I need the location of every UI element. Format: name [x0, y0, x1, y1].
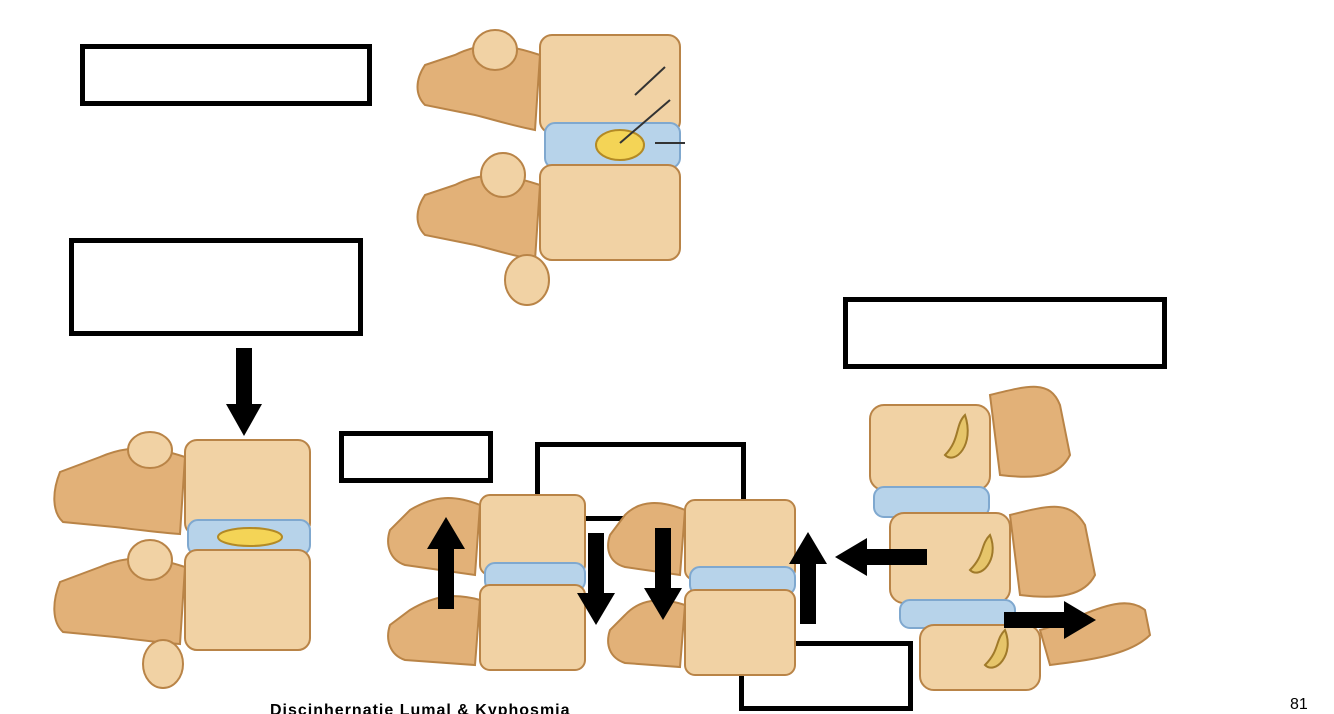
vertebrae-right-illustration — [869, 385, 1152, 691]
arrow-down-3 — [644, 528, 682, 620]
label-box-4[interactable] — [339, 431, 493, 483]
top-title-cut — [60, 0, 270, 4]
label-box-1[interactable] — [80, 44, 372, 106]
arrow-up-1 — [427, 517, 465, 609]
top-title-remnant — [60, 0, 270, 4]
label-box-3[interactable] — [843, 297, 1167, 369]
vertebrae-bottom-middle-illustration — [387, 494, 796, 676]
label-box-2[interactable] — [69, 238, 363, 336]
arrow-down-1 — [226, 348, 262, 436]
page-number: 81 — [1290, 696, 1308, 713]
vertebrae-bottom-left-illustration — [53, 431, 311, 689]
vertebrae-top-illustration — [416, 29, 685, 306]
arrow-left — [835, 538, 927, 576]
arrow-down-2 — [577, 533, 615, 625]
arrow-up-2 — [789, 532, 827, 624]
footer-caption: Discinhernatie Lumal & Kyphosmia — [270, 702, 571, 714]
arrow-right — [1004, 601, 1096, 639]
